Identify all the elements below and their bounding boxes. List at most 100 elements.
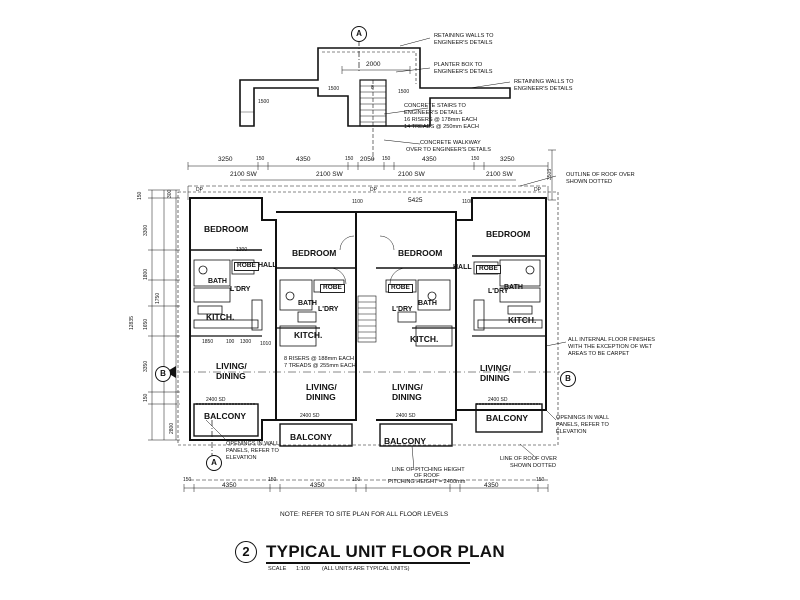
- dim-left-1800: 1800: [143, 268, 149, 280]
- left-dimension-lines: [148, 189, 180, 441]
- dim-bottom-3: 150: [268, 477, 277, 483]
- note-finishes-1: ALL INTERNAL FLOOR FINISHES: [568, 337, 655, 343]
- kitch-3-label: KITCH.: [410, 334, 439, 344]
- dim-bottom-2: 4350: [222, 482, 237, 489]
- note-retaining-top-1: RETAINING WALLS TO: [434, 33, 494, 39]
- living-4-label: LIVING/: [480, 363, 511, 373]
- dim-left-3350: 3350: [143, 360, 149, 372]
- dim-top-1: 3250: [218, 156, 233, 163]
- dim-kitchen-1300: 1300: [240, 339, 252, 345]
- note-pitching-3: PITCHING HEIGHT = 2400mm: [388, 479, 466, 485]
- note-openings-right-2: PANELS, REFER TO: [556, 422, 609, 428]
- retaining-wall-block: [239, 47, 511, 160]
- dining-1-label: DINING: [216, 371, 246, 381]
- balcony-window-4: 2400 SD: [488, 397, 508, 403]
- note-finishes-3: AREAS TO BE CARPET: [568, 351, 630, 357]
- dim-center-mid: 5425: [408, 197, 423, 204]
- dim-bottom-5: 150: [352, 477, 361, 483]
- robe-4-label: ROBE: [476, 265, 501, 274]
- dim-top-9: 3250: [500, 156, 515, 163]
- scale-label: SCALE: [268, 566, 287, 572]
- bath-2-label: BATH: [298, 300, 317, 307]
- dim-top-2: 150: [256, 156, 265, 162]
- dim-stair-right: 1500: [398, 89, 410, 95]
- note-planter-1: PLANTER BOX TO: [434, 62, 483, 68]
- dim-stair-left: 1500: [258, 99, 270, 105]
- dim-bottom-7: 150: [536, 477, 545, 483]
- robe-2-label: ROBE: [320, 284, 345, 293]
- dim-left-1650: 1650: [143, 318, 149, 330]
- living-3-label: LIVING/: [392, 382, 423, 392]
- dim-top-4: 150: [345, 156, 354, 162]
- living-1-label: LIVING/: [216, 361, 247, 371]
- ldry-3-label: L'DRY: [392, 306, 413, 313]
- balcony-outlines: [193, 403, 543, 447]
- dim-left-150b: 150: [143, 393, 149, 402]
- scale-note: (ALL UNITS ARE TYPICAL UNITS): [322, 566, 410, 572]
- note-openings-left-2: PANELS, REFER TO: [226, 448, 279, 454]
- note-retaining-top-2: ENGINEER'S DETAILS: [434, 40, 493, 46]
- dim-left-total: 12835: [129, 316, 135, 330]
- note-stairs-1: CONCRETE STAIRS TO: [404, 103, 466, 109]
- dim-kitchen-100: 100: [226, 339, 235, 345]
- drawing-number: 2: [235, 541, 257, 563]
- dp-label-right: DP: [534, 187, 541, 193]
- balcony-window-1: 2400 SD: [206, 397, 226, 403]
- bath-3-label: BATH: [418, 300, 437, 307]
- section-b-marker-left: B: [155, 366, 171, 382]
- note-finishes-2: WITH THE EXCEPTION OF WET: [568, 344, 653, 350]
- dim-top-8: 150: [471, 156, 480, 162]
- balcony-window-2: 2400 SD: [300, 413, 320, 419]
- note-retaining-right-2: ENGINEER'S DETAILS: [514, 86, 573, 92]
- bath-4-label: BATH: [504, 284, 523, 291]
- note-roof-line-1: LINE OF ROOF OVER: [500, 456, 557, 462]
- hall-4-label: HALL: [453, 264, 472, 271]
- ldry-1-label: L'DRY: [230, 286, 251, 293]
- balcony-3-label: BALCONY: [384, 436, 427, 446]
- dim-hall-1300: 1300: [236, 247, 248, 253]
- scale-value: 1:100: [296, 566, 310, 572]
- note-openings-left-1: OPENINGS IN WALL: [226, 441, 280, 447]
- dp-label-left: DP: [196, 187, 203, 193]
- window-1: 2100 SW: [230, 171, 257, 178]
- dining-4-label: DINING: [480, 373, 510, 383]
- ldry-2-label: L'DRY: [318, 306, 339, 313]
- dim-center-left: 1100: [352, 199, 363, 205]
- note-openings-right-1: OPENINGS IN WALL: [556, 415, 610, 421]
- note-risers-2: 7 TREADS @ 255mm EACH: [284, 363, 356, 369]
- robe-1-label: ROBE: [234, 262, 259, 271]
- dim-stair-mid: 8: [371, 85, 374, 91]
- section-b-marker-right: B: [560, 371, 576, 387]
- dining-3-label: DINING: [392, 392, 422, 402]
- leader-lines: [205, 37, 567, 471]
- bottom-dimension-lines: [183, 479, 549, 492]
- section-a-marker-bottom: A: [206, 455, 222, 471]
- window-2: 2100 SW: [316, 171, 343, 178]
- dim-bottom-6: 4350: [484, 482, 499, 489]
- dim-left-150a: 150: [137, 191, 143, 200]
- note-pitching-2: OF ROOF: [414, 473, 440, 479]
- bedroom-1-label: BEDROOM: [204, 224, 249, 234]
- dim-bottom-1: 150: [183, 477, 192, 483]
- balcony-4-label: BALCONY: [486, 413, 529, 423]
- note-roof-outline-1: OUTLINE OF ROOF OVER: [566, 172, 635, 178]
- ldry-4-label: L'DRY: [488, 288, 509, 295]
- note-openings-right-3: ELEVATION: [556, 429, 587, 435]
- dim-center-right: 1100: [462, 199, 473, 205]
- dim-kitchen-1850: 1850: [202, 339, 214, 345]
- note-planter-2: ENGINEER'S DETAILS: [434, 69, 493, 75]
- dim-bottom-4: 4350: [310, 482, 325, 489]
- note-roof-outline-2: SHOWN DOTTED: [566, 179, 612, 185]
- top-dimension-lines: [187, 162, 549, 200]
- balcony-2-label: BALCONY: [290, 432, 333, 442]
- dim-top-5: 2050: [360, 156, 375, 163]
- note-stairs-2: ENGINEER'S DETAILS: [404, 110, 463, 116]
- section-a-marker-top: A: [351, 26, 367, 42]
- dp-label-center: DP: [370, 187, 377, 193]
- dim-left-300: 300: [167, 189, 173, 198]
- note-walkway-1: CONCRETE WALKWAY: [420, 140, 481, 146]
- note-walkway-2: OVER TO ENGINEER'S DETAILS: [406, 147, 491, 153]
- balcony-window-3: 2400 SD: [396, 413, 416, 419]
- kitchen-benches: [193, 299, 543, 347]
- bedroom-4-label: BEDROOM: [486, 229, 531, 239]
